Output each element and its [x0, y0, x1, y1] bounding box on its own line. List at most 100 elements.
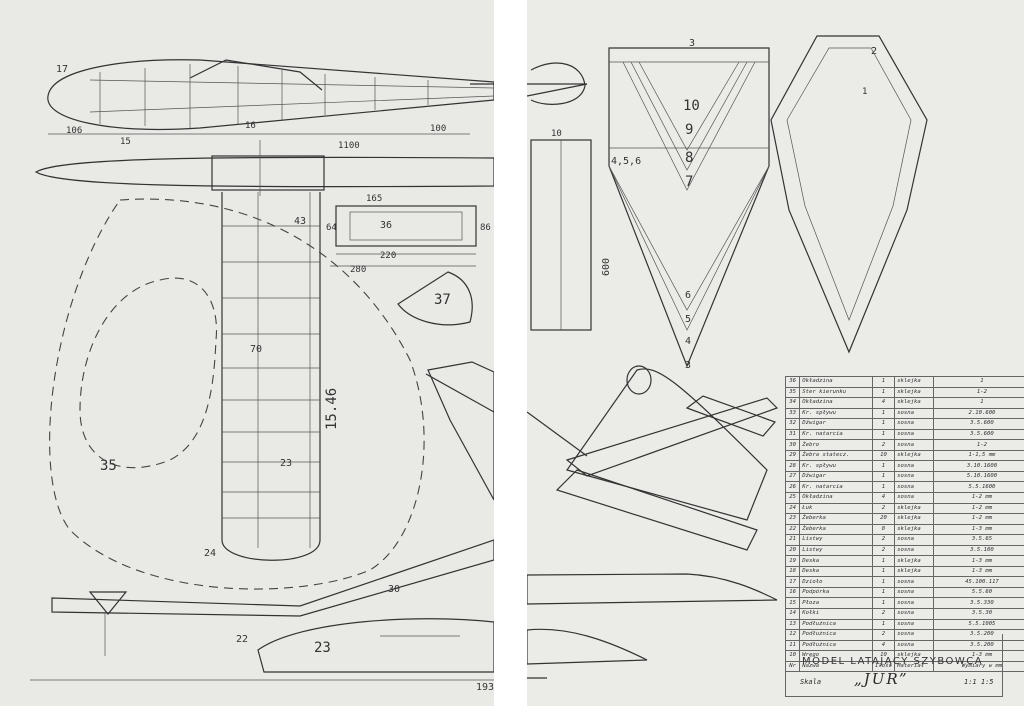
sheet-gap	[494, 0, 527, 706]
label-17: 17	[56, 64, 68, 75]
dim-165: 165	[366, 194, 382, 204]
part-quantity: 1	[871, 407, 896, 420]
part-quantity: 1	[871, 428, 896, 441]
part-dimensions: 3.10.1600	[932, 460, 1024, 472]
part-name: Ster kierunku	[799, 386, 873, 399]
scale-value: 1:1 1:5	[964, 678, 994, 686]
part-name: Dzioło	[799, 576, 873, 588]
left-plan-sheet: 106 15 100 1100 17 16 43 70 23 24 15.46 …	[0, 0, 494, 706]
tail-and-wing-drawing: 3 10 9 8 7 4,5,6 6 5 4 3 2 1 10 600	[527, 35, 928, 679]
part-number: Nr	[784, 660, 801, 673]
part-material: sosna	[894, 492, 934, 504]
part-material: sklejka	[894, 502, 934, 515]
label-6: 6	[685, 290, 691, 301]
label-23-wing: 23	[280, 458, 292, 469]
part-number: 14	[784, 608, 801, 620]
dim-10: 10	[551, 129, 562, 139]
part-material: sosna	[894, 428, 934, 441]
part-name: Okładzina	[799, 492, 873, 504]
part-number: 29	[784, 449, 801, 462]
part-name: Okładzina	[799, 376, 873, 388]
part-dimensions: Wymiary w mm	[932, 660, 1024, 673]
part-quantity: 20	[871, 513, 896, 525]
label-37: 37	[434, 292, 451, 308]
part-quantity: 2	[871, 502, 896, 515]
part-dimensions: 3.5.100	[932, 544, 1024, 557]
part-number: 34	[784, 397, 801, 409]
part-dimensions: 5.5.60	[932, 586, 1024, 599]
part-number: 24	[784, 502, 801, 515]
label-4-5-6: 4,5,6	[611, 156, 641, 167]
part-name: Dźwigar	[799, 470, 873, 483]
label-30: 30	[388, 584, 400, 595]
part-material: sosna	[894, 534, 934, 546]
part-quantity: 1	[871, 597, 896, 610]
part-quantity: 4	[871, 397, 896, 409]
part-dimensions: 1-2 mm	[932, 492, 1024, 504]
part-number: 33	[784, 407, 801, 420]
part-dimensions: 1-2 mm	[932, 502, 1024, 515]
part-quantity: 1	[871, 470, 896, 483]
label-4: 4	[685, 336, 691, 347]
part-dimensions: 45.100.117	[932, 576, 1024, 588]
part-name: Żeberka	[799, 513, 873, 525]
part-quantity: Ilość	[871, 660, 896, 673]
part-quantity: 2	[871, 544, 896, 557]
label-16: 16	[245, 121, 256, 131]
part-quantity: 1	[871, 555, 896, 567]
part-dimensions: 1-1,5 mm	[932, 449, 1024, 462]
part-name: Listwy	[799, 534, 873, 546]
part-quantity: 1	[871, 481, 896, 493]
part-dimensions: 5.10.1600	[932, 470, 1024, 483]
fuselage-drawing: 106 15 100 1100 17 16 43 70 23 24 15.46 …	[30, 59, 494, 693]
part-dimensions: 1-2 mm	[932, 513, 1024, 525]
part-material: sklejka	[894, 513, 934, 525]
part-number: 19	[784, 555, 801, 567]
part-dimensions: 1-3 mm	[932, 650, 1024, 662]
part-material: sklejka	[894, 386, 934, 399]
part-material: sosna	[894, 418, 934, 430]
part-name: Podłużnica	[799, 618, 873, 631]
part-material: sklejka	[894, 555, 934, 567]
part-quantity: 1	[871, 376, 896, 388]
part-number: 27	[784, 470, 801, 483]
scale-label: Skala	[800, 678, 822, 686]
dim-86: 86	[480, 223, 491, 233]
label-22: 22	[236, 634, 248, 645]
part-material: sklejka	[894, 449, 934, 462]
title-block: MODEL LATAJĄCY SZYBOWCA Skala „JUR” 1:1 …	[785, 634, 1003, 697]
label-5: 5	[685, 314, 691, 325]
part-dimensions: 3.5.200	[932, 629, 1024, 641]
part-quantity: 8	[871, 523, 896, 536]
part-material: sosna	[894, 597, 934, 610]
part-material: sosna	[894, 460, 934, 472]
part-dimensions: 1	[932, 376, 1024, 388]
part-number: 16	[784, 586, 801, 599]
part-quantity: 10	[871, 449, 896, 462]
part-dimensions: 3.5.200	[932, 639, 1024, 652]
part-quantity: 1	[871, 576, 896, 588]
part-name: Kr. natarcia	[799, 481, 873, 493]
part-quantity: 2	[871, 439, 896, 451]
dim-193: 193	[476, 682, 494, 693]
part-name: Deska	[799, 555, 873, 567]
part-dimensions: 3.5.330	[932, 597, 1024, 610]
part-name: Kr. natarcia	[799, 428, 873, 441]
part-dimensions: 1-3 mm	[932, 523, 1024, 536]
